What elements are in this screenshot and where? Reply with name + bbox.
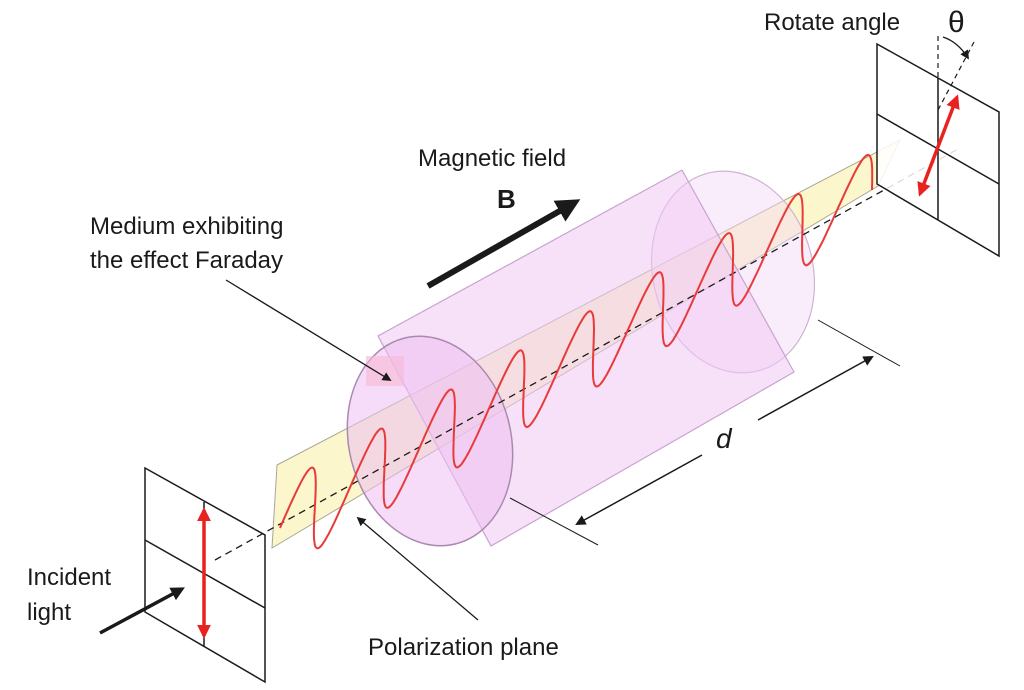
polarization-leader-line (356, 516, 479, 621)
theta-symbol: θ (948, 6, 965, 39)
incident-light-label-line2: light (27, 599, 71, 626)
rotate-angle-label: Rotate angle (764, 9, 900, 36)
rotated-polarization-arrow (917, 94, 960, 197)
distance-label: d (716, 423, 733, 454)
magnetic-field-arrow (426, 199, 581, 289)
medium-label-line1: Medium exhibiting (90, 213, 283, 240)
light-wave (279, 153, 874, 550)
medium-leader-line (225, 279, 392, 381)
distance-dimension (509, 319, 901, 546)
incident-light-label-line1: Incident (27, 564, 111, 591)
field-symbol-label: B (497, 184, 516, 214)
magnetic-field-label: Magnetic field (418, 145, 566, 172)
medium-label-line2: the effect Faraday (90, 247, 283, 274)
incident-light-arrow (99, 587, 185, 635)
rotation-angle-arc (942, 36, 969, 60)
medium-marker (366, 356, 404, 386)
polarization-plane-label: Polarization plane (368, 634, 559, 661)
optical-axis (214, 147, 961, 561)
